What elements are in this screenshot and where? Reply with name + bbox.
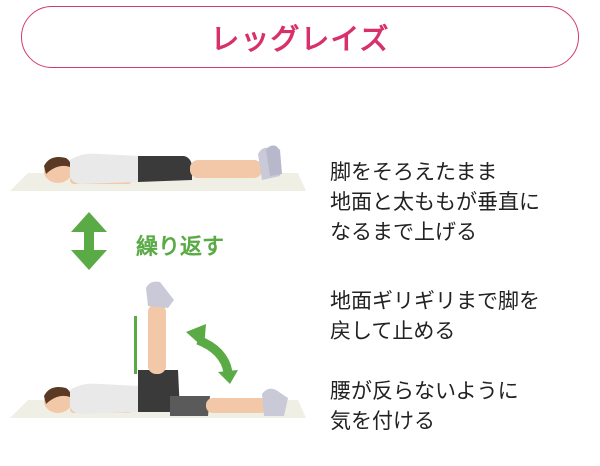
page-title: レッグレイズ <box>210 22 390 56</box>
repeat-arrow-icon <box>71 212 107 270</box>
shoe-raised <box>146 281 174 308</box>
shorts <box>138 370 180 412</box>
vertical-guide-line <box>134 316 137 374</box>
figure-lying-flat <box>10 145 306 191</box>
instruction-1: 脚をそろえたまま 地面と太ももが垂直に なるまで上げる <box>330 160 540 244</box>
shorts <box>138 156 192 182</box>
title-banner: レッグレイズ <box>21 6 579 68</box>
instruction-3: 腰が反らないように 気を付ける <box>330 379 519 433</box>
hair <box>44 387 71 404</box>
shoe-right <box>266 145 282 176</box>
repeat-label: 繰り返す <box>136 235 225 260</box>
shoe-lowered <box>262 388 288 416</box>
shirt <box>69 383 140 414</box>
leg-raised <box>148 304 166 374</box>
rotation-arrow-head-bottom <box>218 370 238 384</box>
rotation-arrow-head-top <box>186 324 206 348</box>
leg-lowered <box>206 398 268 413</box>
shirt <box>69 153 140 184</box>
instruction-2: 地面ギリギリまで脚を 戻して止める <box>330 289 540 343</box>
figure-legs-raised <box>10 281 306 418</box>
shorts-lower-leg <box>170 396 210 416</box>
legs <box>190 160 262 178</box>
hair <box>44 157 71 174</box>
